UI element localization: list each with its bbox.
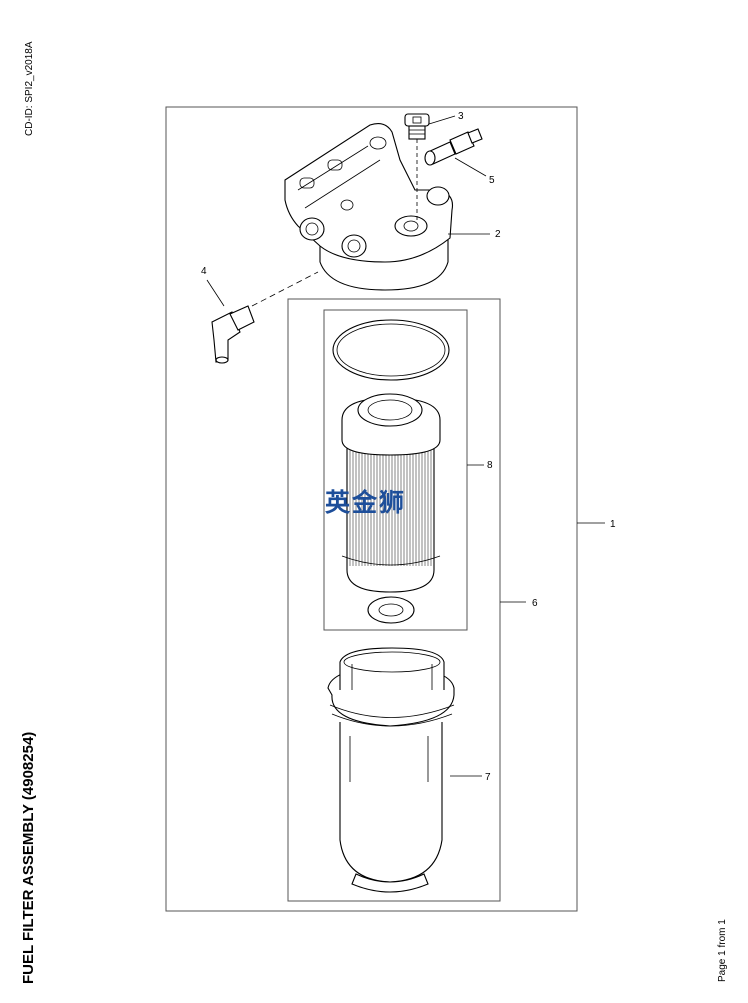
subassembly-frame [287, 298, 501, 902]
filter-bowl [327, 647, 455, 893]
vent-plug [404, 113, 430, 140]
o-ring [332, 319, 450, 381]
watermark: 英金狮 [325, 488, 406, 517]
element-kit-frame [323, 309, 468, 631]
callout-4: 4 [201, 266, 207, 277]
elbow-fitting [211, 305, 255, 364]
seal-washer [367, 596, 415, 624]
callout-5: 5 [489, 175, 495, 186]
assembly-frame [165, 106, 578, 912]
leader-lines [206, 115, 605, 777]
straight-fitting [424, 128, 483, 166]
callout-8: 8 [487, 460, 493, 471]
callout-3: 3 [458, 111, 464, 122]
callout-6: 6 [532, 598, 538, 609]
callout-2: 2 [495, 229, 501, 240]
callout-1: 1 [610, 519, 616, 530]
filter-head [284, 123, 454, 291]
filter-element [341, 393, 441, 593]
callout-7: 7 [485, 772, 491, 783]
